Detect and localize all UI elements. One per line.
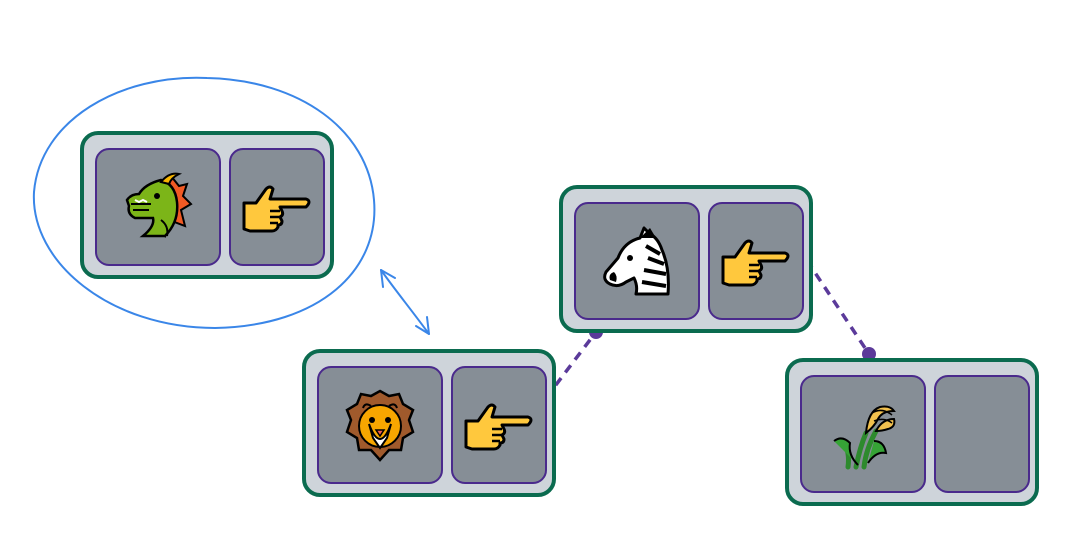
pointing-right-icon: [721, 239, 790, 287]
node-zebra-next-cell: [708, 202, 804, 320]
node-lion-value-cell: [317, 366, 443, 484]
zebra-face-icon: [603, 226, 670, 296]
pointing-right-icon: [242, 185, 311, 233]
dragon-face-icon: [125, 172, 193, 238]
node-rice: [785, 358, 1039, 506]
node-dragon-next-cell: [229, 148, 325, 266]
link-zebra-to-rice-endpoint: [862, 347, 876, 361]
pointing-right-icon: [464, 403, 533, 451]
highlight-ellipse: [32, 76, 376, 330]
node-zebra-value-cell: [574, 202, 700, 320]
node-rice-value-cell: [800, 375, 926, 493]
node-lion-next-cell: [451, 366, 547, 484]
double-arrow: [380, 269, 430, 335]
node-dragon-value-cell: [95, 148, 221, 266]
sheaf-of-rice-icon: [833, 405, 896, 470]
node-zebra: [559, 185, 813, 333]
node-lion: [302, 349, 556, 497]
link-lion-to-zebra: [544, 330, 598, 400]
node-dragon: [80, 131, 334, 279]
lion-face-icon: [345, 389, 415, 462]
node-rice-next-cell: [934, 375, 1030, 493]
